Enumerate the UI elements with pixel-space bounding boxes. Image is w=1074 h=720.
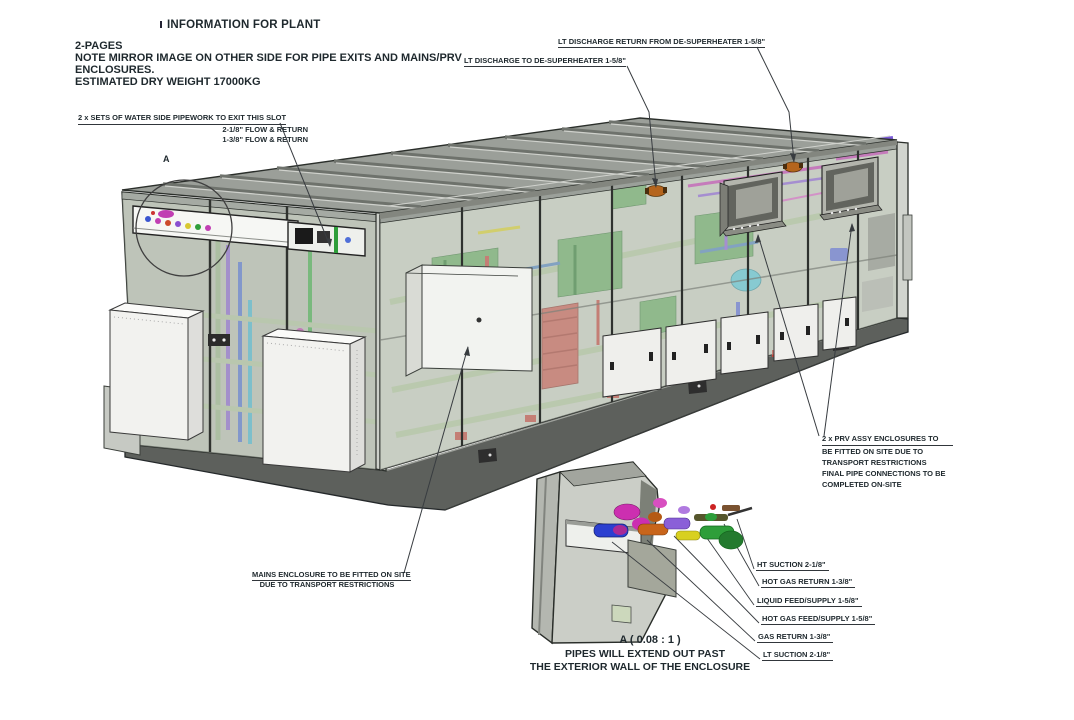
mains-enclosure-box (405, 264, 533, 377)
pipe-label-ht-suction: HT SUCTION 2-1/8" (756, 560, 829, 571)
pipe-label-gas-return: GAS RETURN 1-3/8" (757, 632, 834, 643)
drawing-notes: 2-PAGES NOTE MIRROR IMAGE ON OTHER SIDE … (75, 40, 462, 88)
front-white-box-2 (261, 328, 367, 473)
detail-leader-lines (611, 518, 761, 660)
front-white-box-1 (108, 302, 205, 441)
detail-a-circle (135, 179, 233, 277)
detail-pipe-bundle (593, 498, 753, 550)
pipe-label-hot-gas-return: HOT GAS RETURN 1-3/8" (761, 577, 856, 588)
callout-line: BE FITTED ON SITE DUE TO (822, 447, 924, 456)
pipe-label-hot-gas-feed: HOT GAS FEED/SUPPLY 1-5/8" (761, 614, 876, 625)
pipe-label-liquid-feed: LIQUID FEED/SUPPLY 1-5/8" (756, 596, 862, 607)
right-end-face (896, 141, 913, 319)
prv-enclosure-box-2 (819, 156, 883, 221)
detail-scale-label: A ( 0.08 : 1 ) (619, 634, 681, 646)
callout-line: TRANSPORT RESTRICTIONS (822, 458, 927, 467)
callout-mains-enclosure: MAINS ENCLOSURE TO BE FITTED ON SITE DUE… (252, 570, 411, 590)
detail-caption-line2: THE EXTERIOR WALL OF THE ENCLOSURE (529, 661, 751, 673)
note-line: 2-PAGES (75, 40, 123, 52)
callout-line: 2 x SETS OF WATER SIDE PIPEWORK TO EXIT … (78, 113, 287, 125)
callout-line: 1-3/8" FLOW & RETURN (222, 135, 308, 144)
pipe-exit-slot-1 (132, 205, 299, 249)
callout-line: MAINS ENCLOSURE TO BE FITTED ON SITE (252, 570, 411, 581)
roof (121, 117, 898, 219)
note-line: ESTIMATED DRY WEIGHT 17000KG (75, 76, 261, 88)
detail-view-a (531, 461, 761, 660)
access-panel-row (602, 296, 857, 398)
callout-line: FINAL PIPE CONNECTIONS TO BE (822, 469, 946, 478)
note-line: NOTE MIRROR IMAGE ON OTHER SIDE FOR PIPE… (75, 52, 462, 64)
info-title: INFORMATION FOR PLANT (160, 19, 320, 31)
callout-prv-enclosures: 2 x PRV ASSY ENCLOSURES TO BE FITTED ON … (822, 433, 953, 490)
cropped-char-tick (160, 21, 162, 28)
lt-discharge-valve-2 (783, 161, 803, 173)
side-door-tab (902, 214, 913, 281)
prv-enclosure-box-1 (719, 171, 787, 237)
note-line: ENCLOSURES. (75, 64, 155, 76)
callout-water-side-pipework: 2 x SETS OF WATER SIDE PIPEWORK TO EXIT … (78, 113, 308, 145)
callout-line: COMPLETED ON-SITE (822, 480, 902, 489)
callout-lt-discharge-return: LT DISCHARGE RETURN FROM DE-SUPERHEATER … (558, 37, 766, 48)
leader-arrowheads (326, 153, 855, 356)
detail-a-marker: A (163, 154, 170, 164)
pipe-clamp (208, 334, 230, 346)
callout-lt-discharge-to: LT DISCHARGE TO DE-SUPERHEATER 1-5/8" (464, 56, 626, 67)
detail-caption-line1: PIPES WILL EXTEND OUT PAST (564, 648, 726, 660)
callout-line: 2 x PRV ASSY ENCLOSURES TO (822, 433, 953, 446)
callout-line: LT DISCHARGE RETURN FROM DE-SUPERHEATER … (558, 37, 766, 48)
callout-line: DUE TO TRANSPORT RESTRICTIONS (259, 580, 395, 589)
callout-leader-lines (279, 46, 853, 574)
callout-line: 2-1/8" FLOW & RETURN (222, 125, 308, 134)
pipe-label-lt-suction: LT SUCTION 2-1/8" (762, 650, 834, 661)
info-title-text: INFORMATION FOR PLANT (167, 19, 321, 31)
skid-clamp (478, 448, 497, 463)
callout-line: LT DISCHARGE TO DE-SUPERHEATER 1-5/8" (464, 56, 626, 67)
